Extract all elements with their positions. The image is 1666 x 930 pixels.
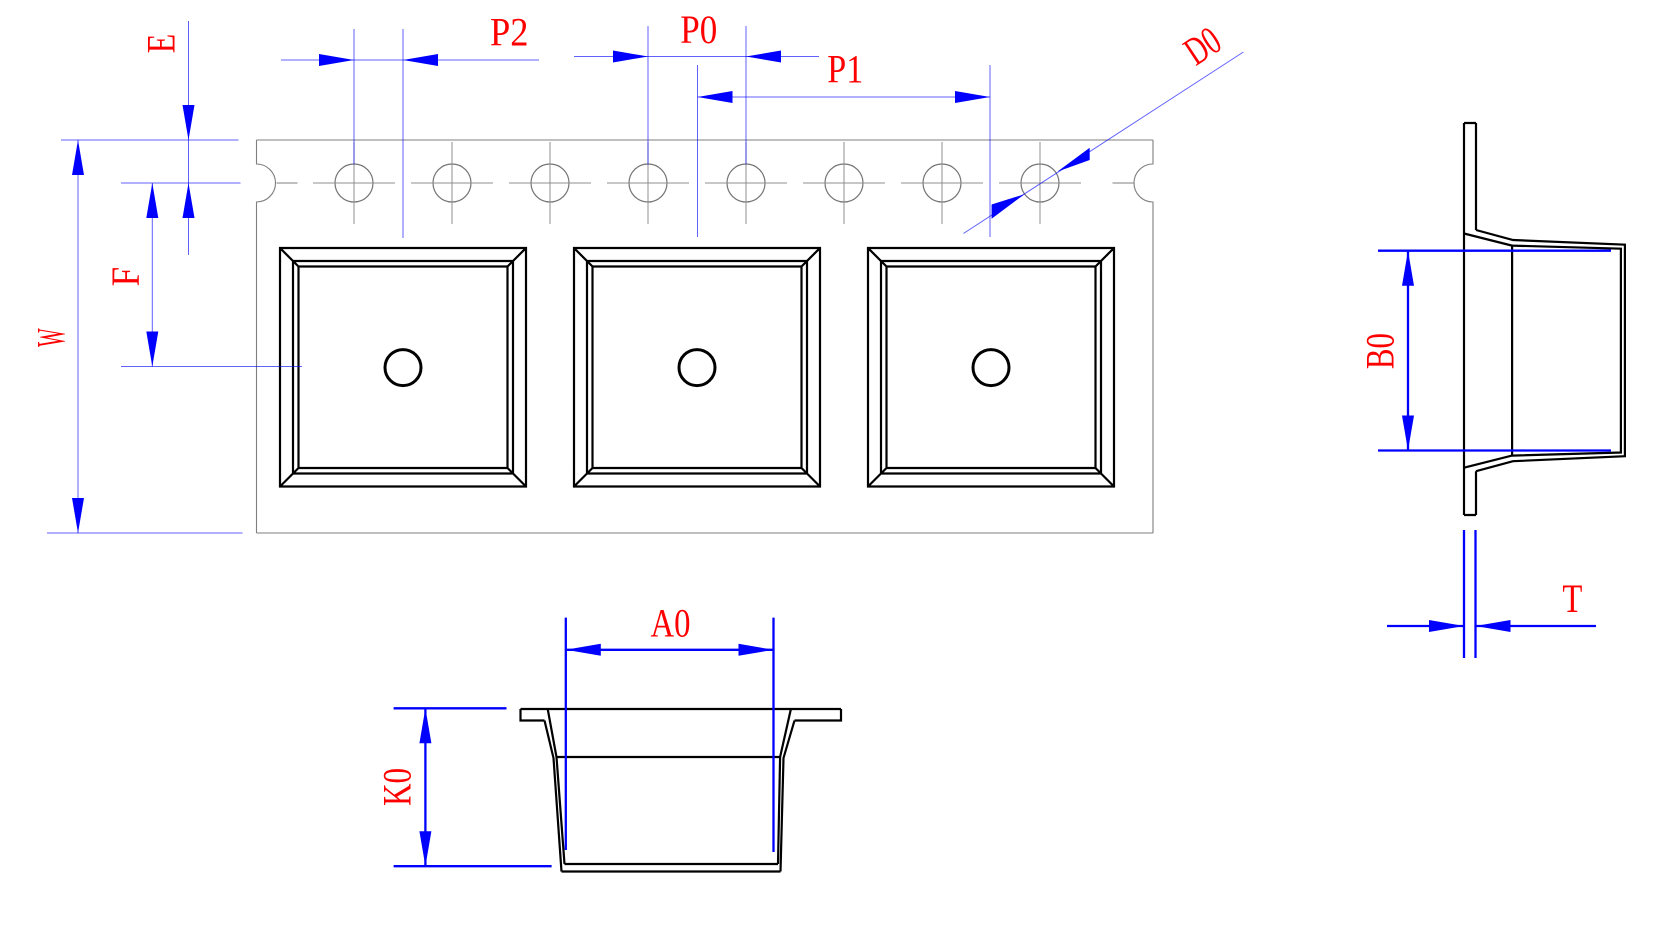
svg-text:T: T xyxy=(1562,576,1582,621)
svg-text:P2: P2 xyxy=(490,10,529,55)
svg-text:F: F xyxy=(103,267,148,287)
svg-text:K0: K0 xyxy=(375,768,420,806)
svg-text:E: E xyxy=(139,34,184,54)
svg-text:W: W xyxy=(28,328,73,347)
svg-text:B0: B0 xyxy=(1358,333,1403,369)
svg-text:D0: D0 xyxy=(1176,18,1229,74)
svg-text:A0: A0 xyxy=(651,601,691,646)
svg-text:P1: P1 xyxy=(827,47,863,92)
svg-text:P0: P0 xyxy=(680,7,717,52)
